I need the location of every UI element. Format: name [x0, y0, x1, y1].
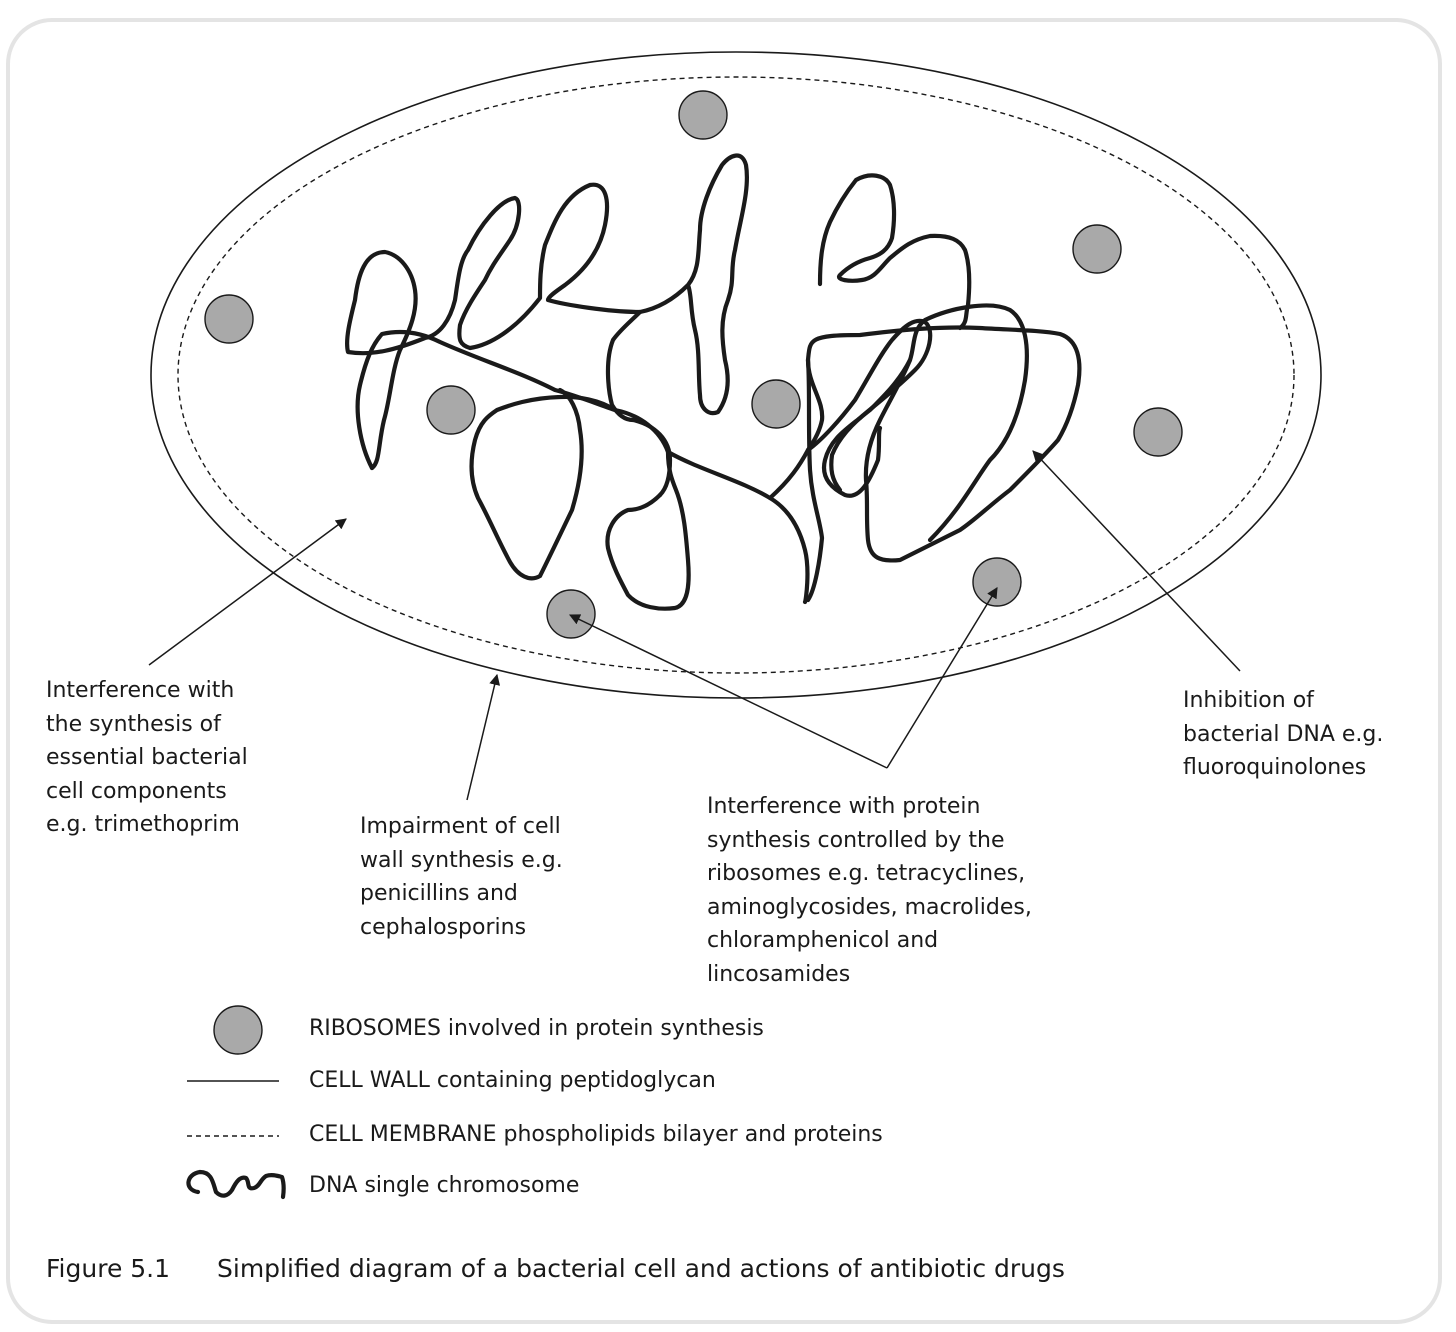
legend-ribosomes: RIBOSOMES involved in protein synthesis	[309, 1016, 764, 1041]
legend-cell-wall: CELL WALL containing peptidoglycan	[309, 1068, 716, 1093]
arrow-protein-right	[886, 587, 998, 769]
label-synthesis-interference: Interference with the synthesis of essen…	[46, 678, 248, 837]
ribosome	[678, 90, 728, 140]
ribosome	[546, 589, 596, 639]
legend-dna: DNA single chromosome	[309, 1173, 580, 1198]
label-protein-synthesis: Interference with protein synthesis cont…	[707, 794, 1032, 987]
arrow-synthesis	[148, 518, 347, 666]
figure-caption: Figure 5.1 Simplified diagram of a bacter…	[46, 1252, 1065, 1286]
dna-chromosome	[345, 153, 1082, 611]
cell-wall-outline	[150, 51, 1322, 699]
label-cell-wall-impairment: Impairment of cell wall synthesis e.g. p…	[360, 814, 563, 940]
figure-number: Figure 5.1	[46, 1254, 171, 1283]
legend-dna-icon	[186, 1169, 286, 1200]
ribosome	[426, 385, 476, 435]
arrows	[148, 450, 1241, 801]
ribosomes	[204, 90, 1183, 639]
legend-cell-membrane: CELL MEMBRANE phospholipids bilayer and …	[309, 1122, 883, 1147]
arrow-cell-wall	[466, 673, 501, 801]
label-dna-inhibition: Inhibition of bacterial DNA e.g. fluoroq…	[1183, 688, 1384, 780]
figure-caption-text: Simplified diagram of a bacterial cell a…	[217, 1254, 1065, 1283]
legend-symbols	[186, 1005, 286, 1200]
ribosome	[1133, 407, 1183, 457]
arrow-protein-left	[569, 614, 888, 769]
ribosome	[204, 294, 254, 344]
legend-ribosome-icon	[213, 1005, 263, 1055]
ribosome	[751, 379, 801, 429]
arrow-dna	[1032, 450, 1241, 672]
figure-frame	[6, 18, 1442, 1324]
ribosome	[1072, 224, 1122, 274]
cell-membrane-outline	[177, 76, 1295, 674]
ribosome	[972, 557, 1022, 607]
